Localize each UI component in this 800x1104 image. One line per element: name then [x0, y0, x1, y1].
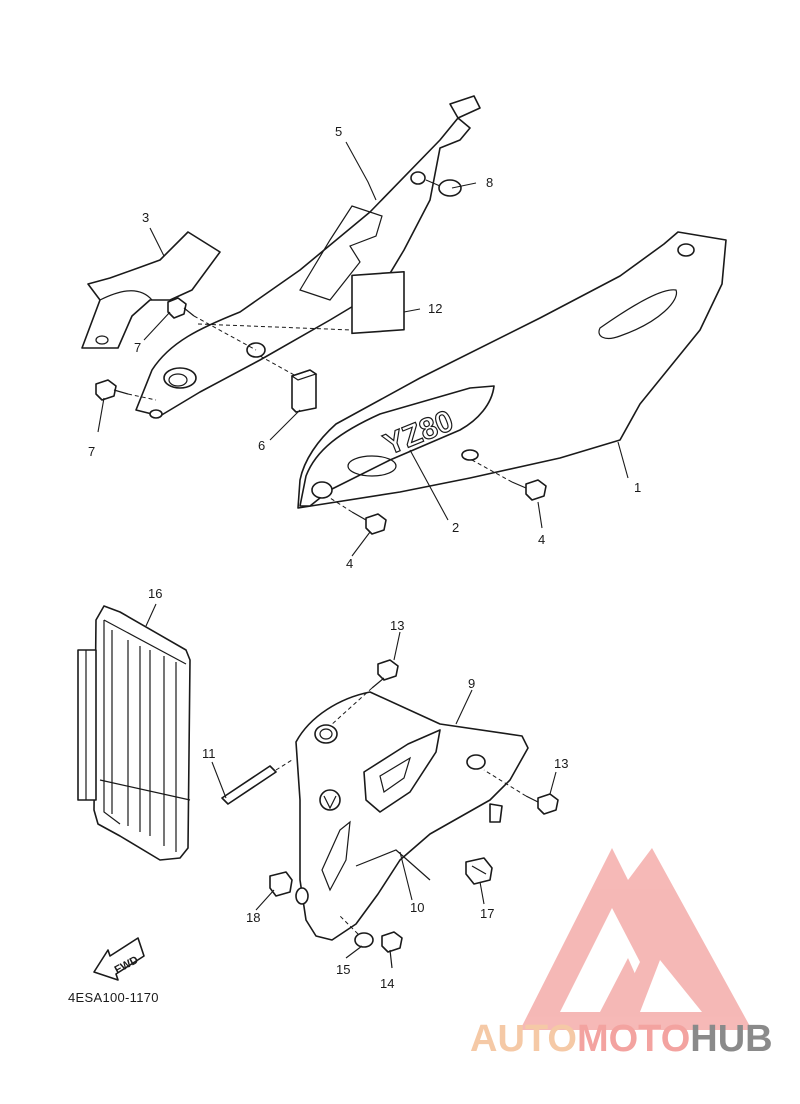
part-14-bolt	[381, 931, 403, 969]
callout-8: 8	[486, 175, 493, 190]
part-4-bolt-lower	[351, 511, 387, 535]
callout-7-lower: 7	[88, 444, 95, 459]
callout-7-upper: 7	[134, 340, 141, 355]
callout-5: 5	[335, 124, 342, 139]
watermark-brand: AUTOMOTOHUB	[470, 1018, 773, 1061]
part-10-decal	[355, 849, 431, 881]
callout-6: 6	[258, 438, 265, 453]
brand-moto: MOTO	[576, 1018, 691, 1060]
part-2-decal: YZ80	[299, 385, 495, 507]
fwd-arrow-icon: FWD	[93, 937, 145, 981]
diagram-code: 4ESA100-1170	[68, 990, 159, 1005]
callout-10: 10	[410, 900, 424, 915]
part-9-shroud	[295, 691, 529, 941]
callout-13-right: 13	[554, 756, 568, 771]
callout-15: 15	[336, 962, 350, 977]
callout-1: 1	[634, 480, 641, 495]
part-13-bolt-top	[371, 659, 399, 689]
part-13-bolt-right	[525, 793, 559, 815]
callout-12: 12	[428, 301, 442, 316]
callout-16: 16	[148, 586, 162, 601]
part-11-strip	[221, 765, 277, 805]
part-17-clip	[465, 803, 503, 885]
part-4-bolt-right	[511, 479, 547, 501]
part-3-side-plate	[81, 231, 221, 349]
brand-hub: HUB	[690, 1018, 773, 1060]
callout-9: 9	[468, 676, 475, 691]
callout-3: 3	[142, 210, 149, 225]
part-6-damper	[290, 369, 318, 413]
part-7-bolt-upper	[167, 297, 195, 319]
callout-4-right: 4	[538, 532, 545, 547]
callout-13-top: 13	[390, 618, 404, 633]
callout-4-lower: 4	[346, 556, 353, 571]
callout-2: 2	[452, 520, 459, 535]
part-8-grommet	[425, 179, 462, 197]
callout-17: 17	[480, 906, 494, 921]
part-16-radiator-guard	[77, 605, 191, 861]
part-18-clip	[269, 871, 309, 905]
callout-14: 14	[380, 976, 394, 991]
callout-11: 11	[202, 746, 216, 761]
part-15-collar	[354, 932, 374, 948]
callout-18: 18	[246, 910, 260, 925]
part-12-pad	[351, 270, 405, 335]
brand-auto: AUTO	[470, 1018, 577, 1060]
watermark-logo-icon	[520, 848, 752, 1030]
part-7-bolt-lower	[95, 379, 129, 401]
